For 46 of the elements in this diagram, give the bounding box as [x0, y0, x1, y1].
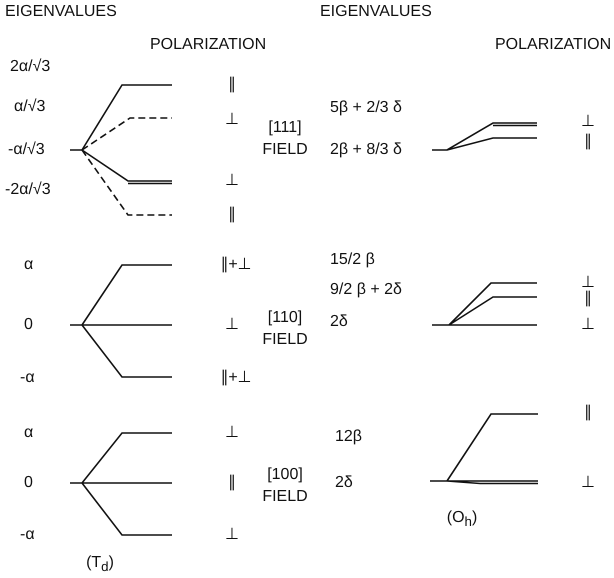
eigenvalue-label: -α: [20, 526, 35, 544]
polarization-label: ⊥: [225, 424, 239, 442]
polarization-label: ⊥: [581, 274, 595, 291]
eigenvalue-label: 2δ: [335, 474, 353, 492]
column-heading: EIGENVALUES: [320, 3, 432, 21]
polarization-label: ∥: [228, 76, 236, 94]
eigenvalue-label: -α/√3: [8, 141, 45, 159]
eigenvalue-label: 2α/√3: [10, 58, 50, 76]
symmetry-label: (O$_{h}$): [446, 508, 478, 532]
polarization-label: ⊥: [225, 316, 239, 334]
polarization-label: ∥: [584, 290, 592, 308]
field-direction-label: FIELD: [262, 141, 308, 159]
eigenvalue-label: 9/2 β + 2δ: [330, 281, 402, 299]
field-direction-label: [100]: [267, 466, 303, 484]
polarization-label: ∥: [228, 474, 236, 492]
eigenvalue-label: -2α/√3: [5, 181, 51, 199]
field-direction-label: FIELD: [262, 488, 308, 506]
field-direction-label: [111]: [268, 119, 302, 137]
eigenvalue-label: -α: [20, 369, 35, 387]
polarization-label: ⊥: [581, 316, 595, 334]
polarization-label: ⊥: [225, 526, 239, 544]
field-direction-label: [110]: [268, 309, 302, 327]
eigenvalue-label: 15/2 β: [330, 251, 375, 269]
polarization-label: ∥: [584, 404, 592, 422]
polarization-label: ⊥: [581, 474, 595, 492]
column-heading: EIGENVALUES: [5, 3, 117, 21]
field-direction-label: FIELD: [262, 331, 308, 349]
eigenvalue-label: α: [24, 256, 34, 274]
polarization-label: ⊥: [225, 172, 239, 190]
eigenvalue-label: 12β: [335, 428, 362, 446]
polarization-label: ⊥: [581, 113, 595, 131]
eigenvalue-label: 5β + 2/3 δ: [330, 99, 402, 117]
eigenvalue-label: 2β + 8/3 δ: [330, 141, 402, 159]
eigenvalue-label: 0: [24, 316, 33, 334]
polarization-label: ∥+⊥: [220, 369, 252, 387]
eigenvalue-label: α/√3: [14, 98, 46, 116]
polarization-label: ∥+⊥: [220, 256, 252, 274]
eigenvalue-label: 2δ: [330, 313, 348, 331]
polarization-label: ⊥: [225, 111, 239, 129]
eigenvalue-label: α: [24, 424, 34, 442]
column-heading: POLARIZATION: [495, 36, 612, 54]
polarization-label: ∥: [584, 133, 592, 151]
column-heading: POLARIZATION: [150, 36, 266, 54]
eigenvalue-label: 0: [24, 474, 33, 492]
symmetry-label: (T$_{d}$): [86, 554, 114, 576]
polarization-label: ∥: [228, 206, 236, 224]
